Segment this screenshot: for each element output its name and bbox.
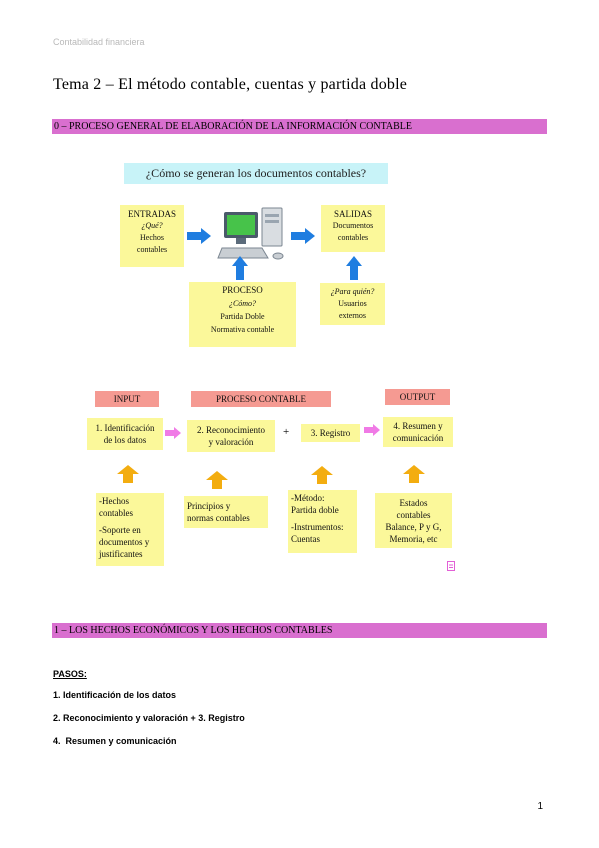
- diagram-question: ¿Cómo se generan los documentos contable…: [124, 163, 388, 184]
- arrow-up-icon: [117, 465, 139, 483]
- principios-line: normas contables: [187, 513, 250, 523]
- arrow-up-icon: [346, 256, 362, 280]
- entradas-note: ENTRADAS ¿Qué? Hechos contables: [120, 205, 184, 267]
- salidas-line: contables: [337, 233, 369, 242]
- section-heading-1: 1 – LOS HECHOS ECONÓMICOS Y LOS HECHOS C…: [52, 623, 547, 638]
- arrow-right-icon: [364, 424, 380, 436]
- step-1-note: 1. Identificación de los datos: [87, 418, 163, 450]
- step-4-note: 4. Resumen y comunicación: [383, 417, 453, 447]
- proceso-note: PROCESO ¿Cómo? Partida Doble Normativa c…: [189, 282, 296, 347]
- input-label: INPUT: [95, 391, 159, 407]
- step-4-line: comunicación: [392, 433, 444, 443]
- arrow-up-icon: [403, 465, 425, 483]
- step-2-note: 2. Reconocimiento y valoración: [187, 420, 275, 452]
- step-2-line: y valoración: [208, 437, 254, 447]
- arrow-right-icon: [291, 228, 315, 244]
- principios-line: Principios y: [187, 501, 231, 511]
- arrow-up-icon: [232, 256, 248, 280]
- step-2-line: 2. Reconocimiento: [197, 425, 265, 435]
- para-quien-line: Usuarios: [338, 299, 367, 308]
- step-4-line: 4. Resumen y: [393, 421, 443, 431]
- output-detail-line: Memoria, etc: [389, 534, 438, 544]
- step-1-line: de los datos: [103, 435, 147, 445]
- input-detail-line: justificantes: [99, 549, 143, 559]
- principios-note: Principios y normas contables: [184, 496, 268, 528]
- salidas-title: SALIDAS: [333, 209, 372, 219]
- step-1-line: 1. Identificación: [95, 423, 155, 433]
- entradas-question: ¿Qué?: [141, 221, 163, 230]
- paso-item-3: 4. Resumen y comunicación: [53, 736, 177, 746]
- input-detail-line: documentos y: [99, 537, 150, 547]
- section-heading-0: 0 – PROCESO GENERAL DE ELABORACIÓN DE LA…: [52, 119, 547, 134]
- entradas-line: contables: [136, 245, 168, 254]
- output-detail-note: Estados contables Balance, P y G, Memori…: [375, 493, 452, 548]
- proceso-title: PROCESO: [222, 285, 263, 295]
- plus-sign: +: [283, 426, 290, 438]
- arrow-right-icon: [187, 228, 211, 244]
- arrow-up-icon: [311, 466, 333, 484]
- metodo-line: Cuentas: [291, 534, 320, 544]
- salidas-note: SALIDAS Documentos contables: [321, 205, 385, 252]
- running-header: Contabilidad financiera: [53, 37, 145, 47]
- input-detail-line: -Hechos: [99, 496, 129, 506]
- output-label: OUTPUT: [385, 389, 450, 405]
- salidas-line: Documentos: [332, 221, 374, 230]
- arrow-up-icon: [206, 471, 228, 489]
- proceso-contable-label: PROCESO CONTABLE: [191, 391, 331, 407]
- metodo-line: -Método:: [291, 493, 325, 503]
- para-quien-question: ¿Para quién?: [330, 287, 375, 296]
- input-detail-line: -Soporte en: [99, 525, 141, 535]
- proceso-line: Normativa contable: [210, 325, 275, 334]
- step-3-note: 3. Registro: [301, 424, 360, 442]
- output-detail-line: Estados: [399, 498, 428, 508]
- pasos-label: PASOS:: [53, 669, 87, 679]
- arrow-right-icon: [165, 427, 181, 439]
- input-detail-note: -Hechos contables -Soporte en documentos…: [96, 493, 164, 566]
- para-quien-line: externos: [338, 311, 367, 320]
- computer-icon: [217, 207, 284, 260]
- input-detail-line: contables: [99, 508, 133, 518]
- proceso-line: Partida Doble: [220, 312, 265, 321]
- small-note-icon: [447, 561, 455, 571]
- page-title: Tema 2 – El método contable, cuentas y p…: [53, 76, 408, 93]
- paso-item-1: 1. Identificación de los datos: [53, 690, 177, 700]
- page-number: 1: [537, 801, 543, 812]
- proceso-question: ¿Cómo?: [228, 299, 257, 308]
- output-detail-line: contables: [396, 510, 431, 520]
- metodo-note: -Método: Partida doble -Instrumentos: Cu…: [288, 490, 357, 553]
- entradas-title: ENTRADAS: [127, 209, 176, 219]
- metodo-line: Partida doble: [291, 505, 339, 515]
- paso-item-2: 2. Reconocimiento y valoración + 3. Regi…: [53, 713, 245, 723]
- metodo-line: -Instrumentos:: [291, 522, 344, 532]
- para-quien-note: ¿Para quién? Usuarios externos: [320, 283, 385, 325]
- output-detail-line: Balance, P y G,: [385, 522, 442, 532]
- entradas-line: Hechos: [140, 233, 164, 242]
